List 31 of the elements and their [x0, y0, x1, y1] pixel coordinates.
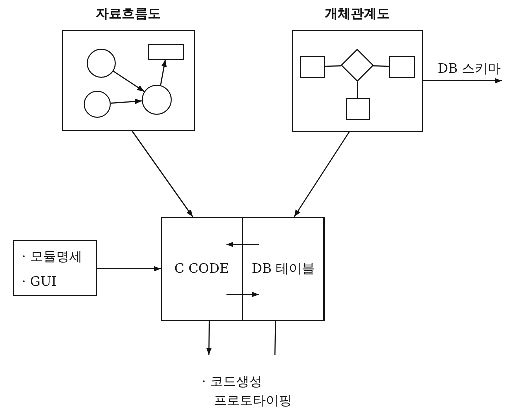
relationship-diamond — [341, 49, 374, 82]
arrow — [423, 78, 502, 84]
entity-box — [346, 98, 370, 120]
connector-line — [373, 66, 390, 68]
arrow — [97, 266, 161, 272]
panel-heading: 개체관계도 — [324, 7, 391, 23]
panel-heading: 자료흐름도 — [95, 7, 162, 23]
arrow — [226, 242, 259, 248]
arrow — [160, 60, 168, 86]
process-circle — [84, 91, 111, 118]
entity-box — [389, 56, 415, 78]
input-box — [13, 240, 97, 296]
arrow — [206, 320, 212, 355]
arrow — [132, 130, 194, 218]
list-item: 프로토타이핑 — [214, 394, 292, 410]
process-circle — [87, 49, 116, 78]
arrow — [226, 292, 259, 298]
arrow — [110, 98, 142, 104]
connector-line — [274, 320, 276, 355]
data-store-box — [148, 44, 184, 60]
connector-line — [324, 65, 342, 68]
entity-box — [300, 56, 325, 78]
list-item: · 모듈명세 — [22, 250, 82, 266]
process-circle — [142, 85, 172, 115]
edge-label: DB 스키마 — [437, 62, 502, 78]
arrow — [294, 132, 350, 218]
connector-line — [357, 82, 358, 98]
list-item: · GUI — [22, 275, 57, 291]
list-item: · 코드생성 — [202, 375, 262, 391]
module-box — [161, 217, 324, 321]
arrow — [113, 71, 145, 92]
